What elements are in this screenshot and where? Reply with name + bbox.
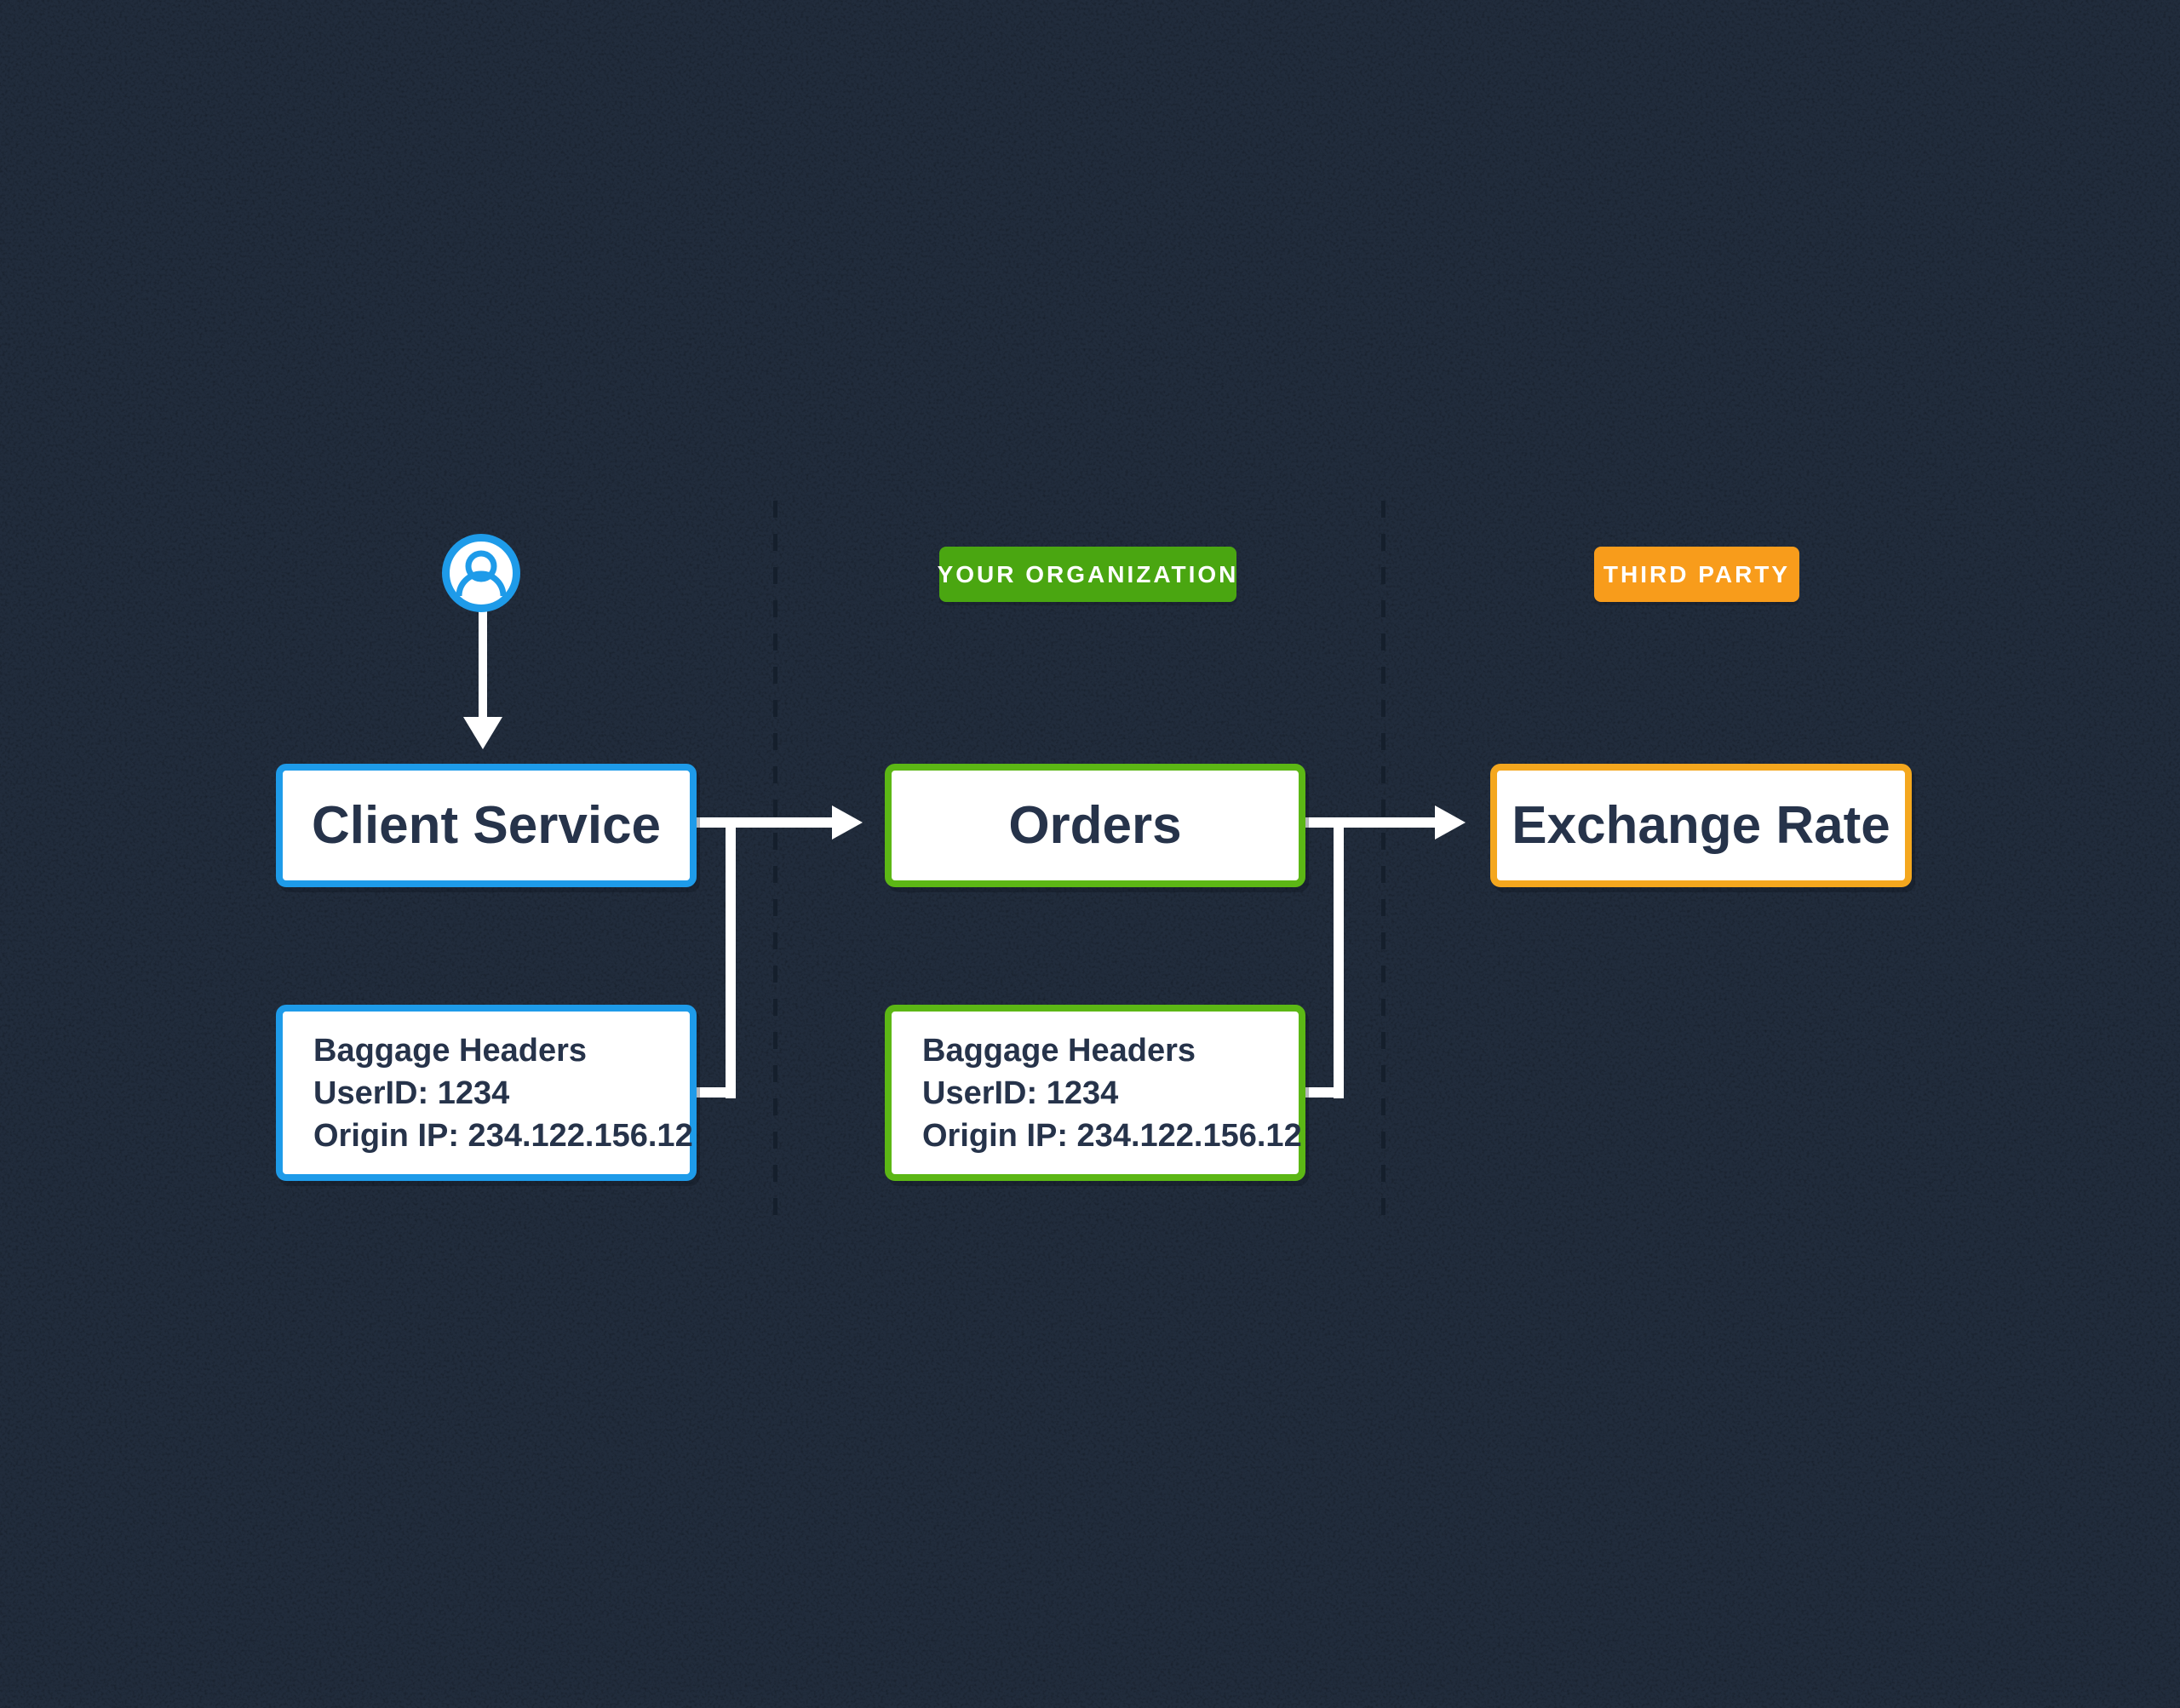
client-service-node: Client Service <box>276 764 697 887</box>
orders-baggage-connector-elbow <box>1300 1087 1344 1098</box>
exchange-rate-node: Exchange Rate <box>1490 764 1912 887</box>
baggage-user-id: UserID: 1234 <box>313 1075 510 1111</box>
zone-divider-left <box>773 501 777 1220</box>
baggage-headers-box-orders: Baggage Headers UserID: 1234 Origin IP: … <box>885 1005 1305 1181</box>
third-party-badge: THIRD PARTY <box>1594 547 1799 602</box>
client-to-orders-arrow-line <box>691 817 832 828</box>
baggage-origin-ip: Origin IP: 234.122.156.12 <box>313 1117 693 1154</box>
orders-node: Orders <box>885 764 1305 887</box>
client-baggage-connector-vertical <box>726 817 736 1098</box>
orders-to-exchange-arrowhead-icon <box>1435 805 1466 840</box>
orders-to-exchange-arrow-line <box>1300 817 1435 828</box>
client-baggage-connector-elbow <box>691 1087 736 1098</box>
zone-divider-right <box>1381 501 1385 1220</box>
client-to-orders-arrowhead-icon <box>832 805 863 840</box>
user-to-client-arrow-line <box>479 608 487 719</box>
user-to-client-arrowhead-icon <box>463 717 502 749</box>
user-icon <box>442 534 520 612</box>
baggage-title: Baggage Headers <box>922 1032 1196 1069</box>
baggage-headers-box-client: Baggage Headers UserID: 1234 Origin IP: … <box>276 1005 697 1181</box>
baggage-origin-ip: Origin IP: 234.122.156.12 <box>922 1117 1302 1154</box>
orders-baggage-connector-vertical <box>1334 817 1344 1098</box>
your-organization-badge: YOUR ORGANIZATION <box>938 547 1236 602</box>
baggage-title: Baggage Headers <box>313 1032 588 1069</box>
baggage-user-id: UserID: 1234 <box>922 1075 1119 1111</box>
